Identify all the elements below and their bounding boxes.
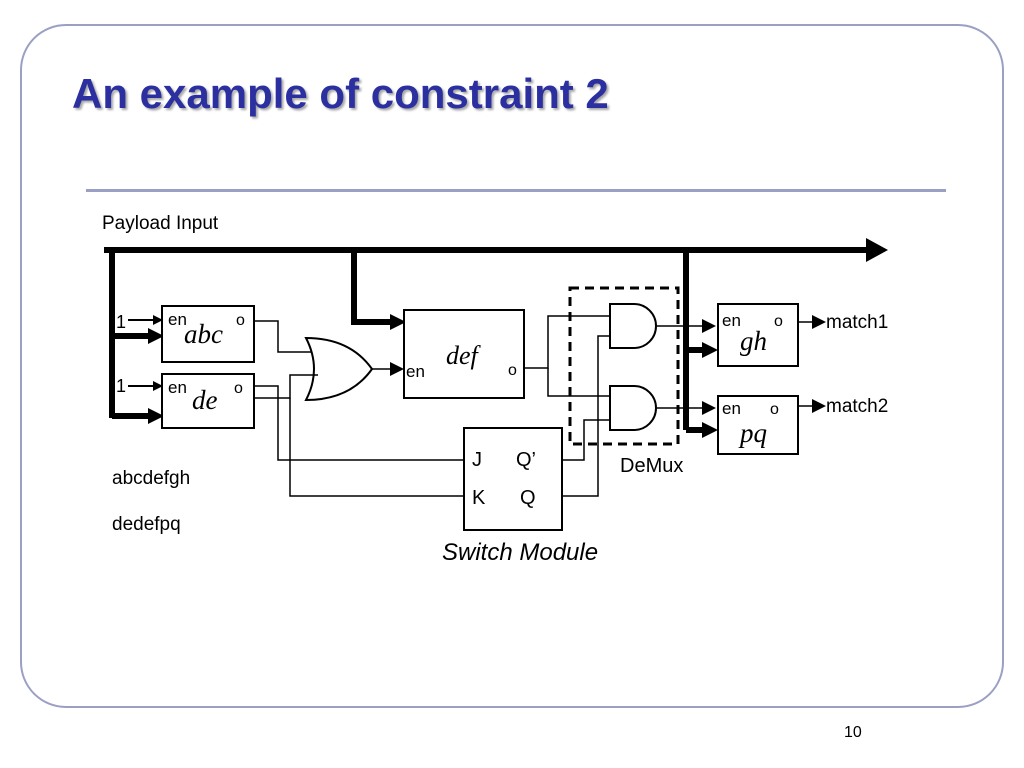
or-output-arrow [390,362,404,376]
gh-bus-arrow [702,342,718,358]
switch-to-demux-wiring [562,335,610,497]
def-bus-arrow [390,314,406,330]
def-name-label: def [446,341,482,370]
def-module: en def o [403,309,525,399]
abc-out-label: o [236,312,245,329]
left-bus-branch [109,250,150,419]
payload-input-label: Payload Input [102,213,219,234]
de-en-label: en [168,378,187,397]
def-out-label: o [508,362,517,379]
pq-name-label: pq [738,418,767,448]
and-bottom-output-arrow [702,401,716,415]
bus-arrow-abc [148,328,164,344]
slide-title: An example of constraint 2 [72,70,609,117]
pq-en-label: en [722,399,741,418]
pq-out-label: o [770,401,779,418]
pq-bus-arrow [702,422,718,438]
switch-pin-j: J [472,449,482,471]
page-number: 10 [844,724,862,741]
def-to-demux-wiring [524,315,610,397]
de-out-label: o [234,380,243,397]
note-string-2: dedefpq [112,514,181,535]
de-module: en de o [161,373,255,429]
abc-module: en abc o [161,305,255,363]
de-const-input-label: 1 [116,376,126,396]
demux-label: DeMux [620,455,683,477]
switch-pin-q: Q [520,487,536,509]
switch-module: J K Q’ Q [463,427,563,531]
payload-bus [104,238,888,262]
gh-en-label: en [722,311,741,330]
and-output-wiring [656,325,704,409]
gh-name-label: gh [740,326,767,356]
switch-pin-qbar: Q’ [516,449,536,471]
gh-module: en gh o [717,303,799,367]
note-string-1: abcdefgh [112,468,191,489]
demux-box [568,286,680,446]
match1-label: match1 [826,312,888,333]
match2-label: match2 [826,396,888,417]
de-name-label: de [192,385,218,415]
match1-arrow [812,315,826,329]
and-gate-bottom [609,385,657,431]
pq-module: en pq o [717,395,799,455]
and-gate-top [609,303,657,349]
switch-module-label: Switch Module [442,539,598,566]
abc-const-input-label: 1 [116,312,126,332]
def-en-label: en [406,362,425,381]
match2-arrow [812,399,826,413]
right-bus-branch [683,250,704,433]
switch-pin-k: K [472,487,486,509]
title-divider [86,189,946,192]
def-bus-branch [351,250,392,325]
bus-arrow-de [148,408,164,424]
and-top-output-arrow [702,319,716,333]
or-gate-wiring [254,320,466,497]
gh-out-label: o [774,313,783,330]
slide-frame [20,24,1004,708]
or-gate [304,336,374,402]
abc-en-label: en [168,310,187,329]
abc-name-label: abc [184,319,223,349]
